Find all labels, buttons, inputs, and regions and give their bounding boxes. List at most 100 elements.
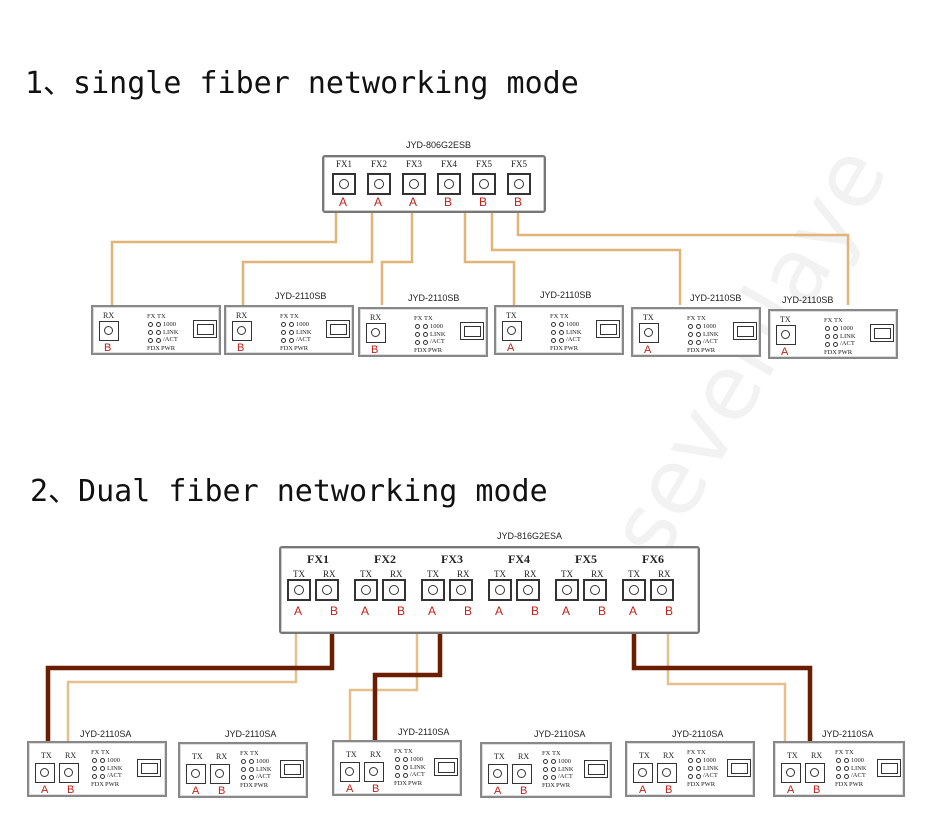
led-act-label: /ACT — [703, 338, 718, 345]
fiber-b-label: B — [330, 604, 339, 618]
led-icon — [551, 759, 556, 764]
led-act-label: /ACT — [296, 336, 311, 343]
fiber-port[interactable] — [507, 173, 531, 195]
led-icon — [156, 338, 161, 343]
rx-fiber-port[interactable] — [382, 579, 406, 601]
rj45-port-icon[interactable] — [870, 324, 894, 342]
tx-fiber-port[interactable] — [633, 763, 653, 783]
port-label: FX2 — [374, 552, 396, 566]
led-icon — [688, 774, 693, 779]
rx-label: RX — [518, 752, 530, 761]
rj45-port-icon[interactable] — [137, 759, 161, 777]
fiber-type-label: B — [514, 195, 523, 209]
led-fdx-label: FDX — [687, 781, 701, 788]
rx-fiber-port[interactable] — [59, 763, 79, 783]
fiber-port[interactable] — [639, 323, 659, 343]
tx-fiber-port[interactable] — [340, 762, 360, 782]
fiber-port-icon — [507, 326, 516, 335]
fiber-port[interactable] — [332, 173, 356, 195]
fiber-port[interactable] — [502, 321, 522, 341]
tx-fiber-port[interactable] — [186, 764, 206, 784]
fiber-port[interactable] — [367, 173, 391, 195]
tx-fiber-port[interactable] — [555, 579, 579, 601]
tx-label: TX — [561, 569, 573, 579]
tx-fiber-port[interactable] — [622, 579, 646, 601]
rx-fiber-port[interactable] — [512, 764, 532, 784]
fiber-port[interactable] — [472, 173, 496, 195]
rx-fiber-port[interactable] — [516, 579, 540, 601]
fiber-a-label: A — [494, 785, 502, 797]
fiber-a-label: A — [629, 604, 638, 618]
rx-fiber-port[interactable] — [315, 579, 339, 601]
fiber-a-label: A — [787, 784, 795, 796]
rj45-port-icon[interactable] — [280, 760, 304, 778]
tx-label: TX — [427, 569, 439, 579]
fiber-port[interactable] — [776, 325, 796, 345]
fiber-port-icon — [493, 769, 502, 778]
rx-fiber-port[interactable] — [650, 579, 674, 601]
single-fiber-converter: TX A FX TX 1000 LINK /ACT FDX PWR — [494, 305, 624, 355]
rx-fiber-port[interactable] — [449, 579, 473, 601]
led-icon — [688, 332, 693, 337]
led-icon — [281, 330, 286, 335]
rx-fiber-port[interactable] — [657, 763, 677, 783]
rj45-port-icon[interactable] — [596, 320, 620, 338]
led-pwr-label: PWR — [294, 345, 309, 352]
led-icon — [249, 775, 254, 780]
rj45-port-icon[interactable] — [584, 760, 608, 778]
fiber-port-icon — [294, 585, 304, 595]
converter-model: JYD-2110SA — [822, 729, 874, 739]
led-fx-label: FX — [687, 749, 696, 756]
cable-fx3-tx — [348, 632, 419, 741]
led-icon — [543, 775, 548, 780]
led-pwr-label: PWR — [838, 349, 853, 356]
rj45-port-icon[interactable] — [434, 758, 458, 776]
single-fiber-converter: RX B FX TX 1000 LINK /ACT FDX PWR — [91, 305, 221, 355]
rj45-port-icon[interactable] — [877, 759, 901, 777]
fiber-port-icon — [456, 585, 466, 595]
port-label: FX5 — [476, 159, 493, 169]
rj45-port-icon[interactable] — [460, 322, 484, 340]
led-pwr-label: PWR — [254, 782, 269, 789]
led-icon — [696, 324, 701, 329]
rx-fiber-port[interactable] — [805, 763, 825, 783]
led-icon — [551, 767, 556, 772]
converter-model: JYD-2110SA — [534, 729, 586, 739]
tx-fiber-port[interactable] — [354, 579, 378, 601]
rx-fiber-port[interactable] — [210, 764, 230, 784]
tx-fiber-port[interactable] — [488, 764, 508, 784]
tx-label: TX — [346, 750, 357, 759]
led-icon — [100, 766, 105, 771]
led-icon — [696, 774, 701, 779]
rx-fiber-port[interactable] — [364, 762, 384, 782]
tx-fiber-port[interactable] — [421, 579, 445, 601]
fiber-port[interactable] — [99, 321, 119, 341]
led-icon — [281, 322, 286, 327]
led-icon — [559, 338, 564, 343]
fiber-port[interactable] — [366, 323, 386, 343]
tx-fiber-port[interactable] — [781, 763, 801, 783]
led-icon — [92, 766, 97, 771]
rj45-port-icon[interactable] — [193, 320, 217, 338]
fiber-port[interactable] — [402, 173, 426, 195]
led-tx-label: TX — [560, 313, 569, 320]
rj45-port-icon[interactable] — [326, 320, 350, 338]
led-link-label: LINK — [558, 766, 574, 773]
fiber-b-label: B — [813, 784, 821, 796]
led-fdx-label: FDX — [542, 782, 556, 789]
rx-fiber-port[interactable] — [583, 579, 607, 601]
led-icon — [696, 766, 701, 771]
fiber-port-icon — [781, 330, 790, 339]
fiber-port[interactable] — [232, 321, 252, 341]
fiber-port[interactable] — [437, 173, 461, 195]
fiber-port-icon — [215, 769, 224, 778]
tx-fiber-port[interactable] — [35, 763, 55, 783]
tx-fiber-port[interactable] — [287, 579, 311, 601]
tx-label: TX — [787, 751, 798, 760]
rj45-port-icon[interactable] — [733, 322, 757, 340]
led-fx-label: FX — [835, 749, 844, 756]
fiber-port-icon — [657, 585, 667, 595]
led-tx-label: TX — [697, 315, 706, 322]
tx-fiber-port[interactable] — [488, 579, 512, 601]
rj45-port-icon[interactable] — [727, 759, 751, 777]
